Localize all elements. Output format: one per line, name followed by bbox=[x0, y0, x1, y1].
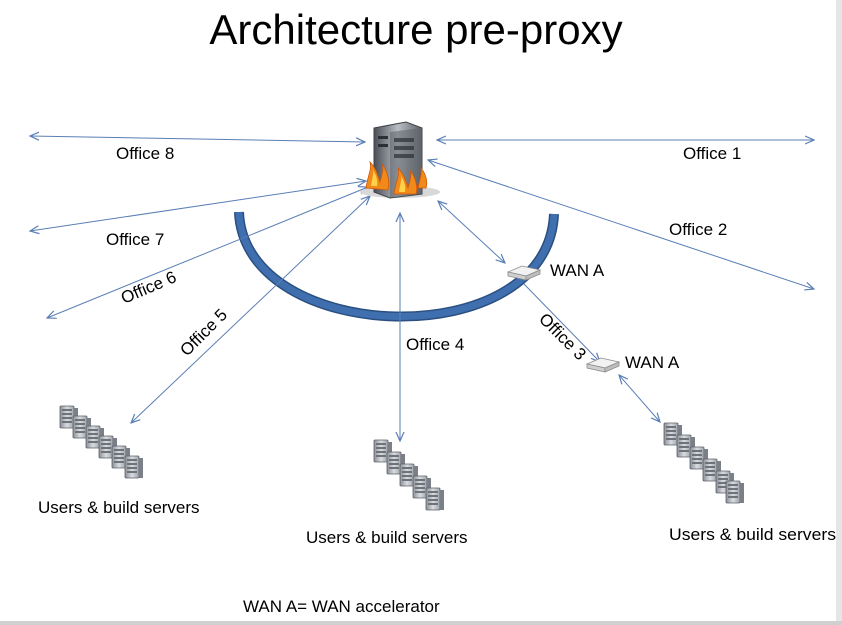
label-servers-right: Users & build servers bbox=[669, 525, 836, 544]
wan-ring-arc-fill bbox=[235, 211, 558, 321]
label-office-7: Office 7 bbox=[106, 230, 164, 249]
label-office-2: Office 2 bbox=[669, 220, 727, 239]
slide-frame-right bbox=[836, 0, 842, 625]
wan-accelerator-icon bbox=[506, 265, 542, 281]
link-office-7 bbox=[30, 181, 366, 231]
link-wan-a bbox=[438, 201, 505, 263]
label-wan-b: WAN A bbox=[625, 353, 680, 372]
label-office-3: Office 3 bbox=[535, 309, 590, 364]
label-servers-left: Users & build servers bbox=[38, 498, 200, 517]
label-wan-a: WAN A bbox=[550, 261, 605, 280]
legend-wan-accelerator: WAN A= WAN accelerator bbox=[243, 597, 440, 616]
label-office-6: Office 6 bbox=[118, 267, 179, 307]
link-office-3 bbox=[523, 283, 600, 362]
slide-frame-bottom bbox=[0, 621, 842, 625]
label-office-1: Office 1 bbox=[683, 144, 741, 163]
label-servers-middle: Users & build servers bbox=[306, 528, 468, 547]
page-title: Architecture pre-proxy bbox=[209, 6, 623, 53]
label-office-4: Office 4 bbox=[406, 335, 464, 354]
wan-accelerator-icon bbox=[585, 357, 621, 373]
server-rack-icon bbox=[59, 405, 144, 479]
link-wan-b-servers bbox=[619, 375, 660, 422]
server-rack-icon bbox=[663, 422, 745, 504]
wan-ring-arc bbox=[234, 211, 559, 322]
label-office-5: Office 5 bbox=[176, 305, 231, 360]
firewall-server-icon bbox=[360, 121, 440, 199]
link-office-8 bbox=[30, 136, 365, 142]
link-office-2 bbox=[428, 160, 814, 289]
label-office-8: Office 8 bbox=[116, 144, 174, 163]
server-rack-icon bbox=[373, 439, 445, 511]
link-office-5 bbox=[131, 196, 370, 423]
